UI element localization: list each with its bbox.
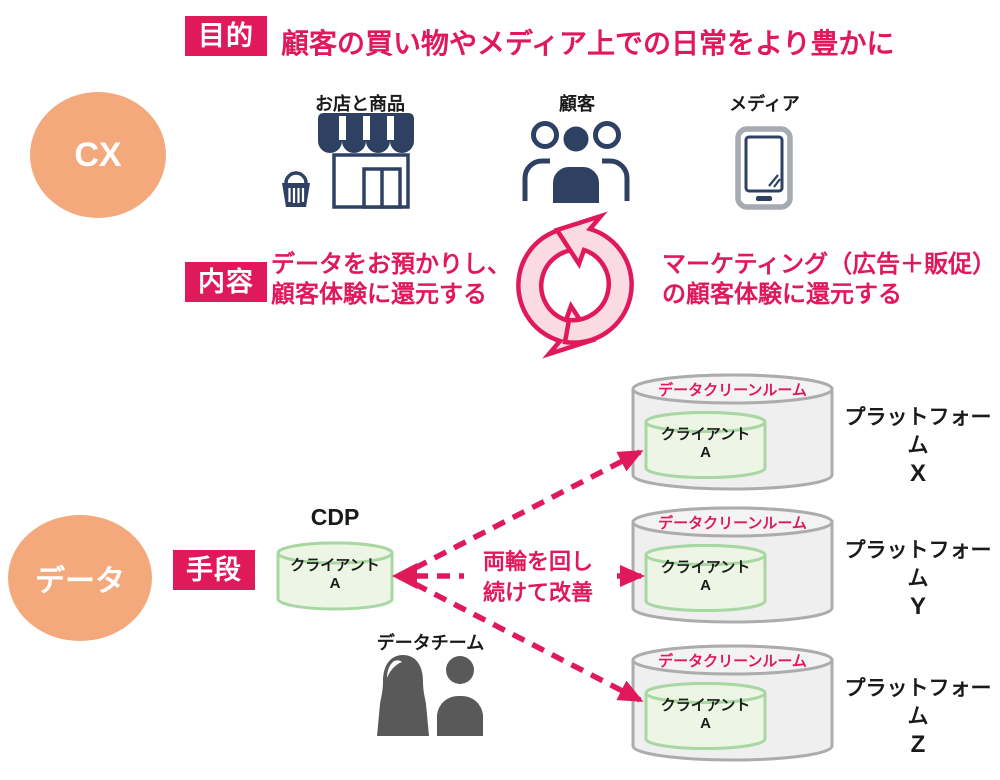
content-right-text: マーケティング（広告＋販促） の顧客体験に還元する: [662, 250, 996, 310]
improve-loop-line2: 続けて改善: [482, 580, 593, 605]
platform-y-name: プラットフォーム Y: [844, 539, 992, 620]
cdp-client-text: クライアント A: [275, 557, 395, 593]
improve-loop-line1: 両輪を回し: [482, 549, 593, 574]
cdp-title: CDP: [310, 504, 360, 530]
entity-store-label: お店と商品: [315, 94, 405, 114]
content-right-line1: マーケティング（広告＋販促）: [662, 251, 997, 278]
platform-y-clean-room: データクリーンルーム クライアント A: [630, 505, 835, 625]
client-cylinder: クライアント A: [643, 543, 768, 613]
client-cylinder: クライアント A: [643, 410, 768, 480]
platform-z-name: プラットフォーム Z: [844, 677, 992, 758]
clean-room-label: データクリーンルーム: [658, 382, 807, 399]
client-cylinder-shape: [644, 544, 767, 612]
client-text: クライアント A: [660, 559, 751, 594]
content-left-text: データをお預かりし、 顧客体験に還元する: [271, 250, 511, 310]
cdp-cylinder: クライアント A: [275, 540, 395, 612]
smartphone-icon: [735, 126, 793, 210]
means-tag: 手段: [173, 550, 255, 591]
improve-loop-text: 両輪を回し 続けて改善: [463, 546, 613, 608]
client-cylinder: クライアント A: [643, 681, 768, 751]
content-tag: 内容: [185, 262, 267, 303]
cx-bubble: CX: [30, 92, 166, 218]
storefront-icon: [282, 113, 414, 209]
content-left-line2: 顧客体験に還元する: [271, 281, 487, 308]
cdp-client-line2: A: [329, 575, 341, 592]
platform-x-clean-room: データクリーンルーム クライアント A: [630, 372, 835, 492]
data-bubble-label: データ: [35, 565, 125, 598]
client-text: クライアント A: [660, 697, 751, 732]
data-team-icon: [377, 655, 483, 736]
cycle-arrows-icon: [516, 211, 634, 359]
content-left-line1: データをお預かりし、: [271, 251, 511, 278]
client-cylinder-shape: [644, 682, 767, 750]
cdp-cylinder-shape: [276, 541, 394, 611]
customers-icon: [522, 121, 630, 207]
cdp-client-line1: クライアント: [290, 557, 380, 574]
client-text: クライアント A: [660, 426, 751, 461]
entity-customer-label: 顧客: [559, 94, 595, 114]
purpose-text: 顧客の買い物やメディア上での日常をより豊かに: [281, 28, 895, 59]
purpose-tag: 目的: [185, 16, 267, 57]
clean-room-label: データクリーンルーム: [658, 515, 807, 532]
platform-z-clean-room: データクリーンルーム クライアント A: [630, 643, 835, 763]
entity-media-label: メディア: [729, 94, 800, 114]
content-right-line2: の顧客体験に還元する: [662, 281, 902, 308]
clean-room-label: データクリーンルーム: [658, 653, 807, 670]
cx-bubble-label: CX: [74, 135, 122, 174]
client-cylinder-shape: [644, 411, 767, 479]
arrowhead-to-cdp: [392, 563, 417, 589]
platform-x-name: プラットフォーム X: [844, 406, 992, 487]
data-bubble: データ: [8, 515, 152, 641]
